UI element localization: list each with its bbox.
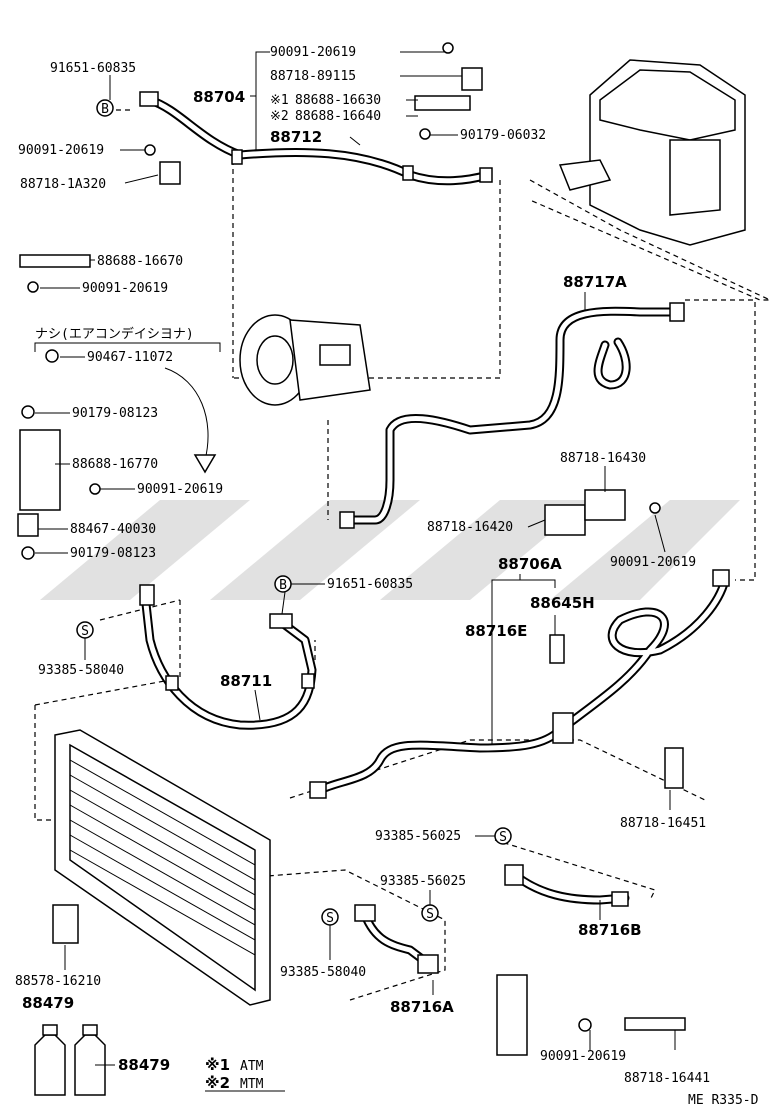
diagram-code: ME R335-D: [688, 1093, 759, 1108]
part-label: 88716E: [465, 622, 527, 640]
part-label: 88688-16640: [295, 109, 381, 124]
part-label: 90091-20619: [610, 555, 696, 570]
part-label: 88578-16210: [15, 974, 101, 989]
legend-mark-2: ※2: [205, 1074, 230, 1092]
hose-88704: [145, 95, 493, 186]
part-label: 90091-20619: [18, 143, 104, 158]
part-label: 88479: [118, 1056, 170, 1074]
part-label: 88688-16670: [97, 254, 183, 269]
dashed-guide-lines: [34, 109, 771, 1001]
fittings: [17, 42, 730, 1056]
part-label: 88718-16430: [560, 451, 646, 466]
condenser: [54, 729, 271, 1006]
svg-text:S: S: [326, 911, 334, 926]
legend: ※1 ATM ※2 MTM: [205, 1056, 285, 1092]
group-bracket-88704: [250, 51, 262, 151]
evaporator-unit: [558, 59, 746, 246]
marker-s-4: S: [321, 908, 339, 926]
part-label: 88718-89115: [270, 69, 356, 84]
part-label: 88718-1A320: [20, 177, 106, 192]
note-bracket: [34, 342, 221, 352]
legend-text-2: MTM: [240, 1077, 264, 1092]
part-label: 88711: [220, 672, 272, 690]
part-label: 90179-08123: [72, 406, 158, 421]
part-label: 88717A: [563, 273, 627, 291]
svg-text:B: B: [279, 578, 287, 593]
part-label: 88645H: [530, 594, 595, 612]
part-label: 88718-16451: [620, 816, 706, 831]
part-label: 88716A: [390, 998, 454, 1016]
note-mark-2: ※2: [270, 109, 289, 124]
part-label: 88712: [270, 128, 322, 146]
part-label: 90091-20619: [540, 1049, 626, 1064]
svg-text:S: S: [499, 830, 507, 845]
part-label: 93385-58040: [280, 965, 366, 980]
part-label: 90179-06032: [460, 128, 546, 143]
part-label: 88704: [193, 88, 245, 106]
part-label: 90091-20619: [82, 281, 168, 296]
note-mark-1: ※1: [270, 93, 289, 108]
part-label: 91651-60835: [327, 577, 413, 592]
marker-s-3: S: [421, 904, 439, 922]
watermark-logo: [40, 500, 740, 600]
part-label: 88706A: [498, 555, 562, 573]
hose-88716A: [360, 910, 435, 970]
oil-bottle-left: [34, 1024, 66, 1096]
part-label: 93385-56025: [375, 829, 461, 844]
part-label: 90467-11072: [87, 350, 173, 365]
oil-bottle-right: [74, 1024, 106, 1096]
hose-88717A: [340, 306, 685, 525]
leader-lines: [35, 51, 676, 1066]
part-label: 88688-16770: [72, 457, 158, 472]
hose-88716B: [510, 870, 630, 905]
part-label: 88716B: [578, 921, 642, 939]
no-aircon-note: ナシ(エアコンデイシヨナ): [35, 326, 194, 342]
compressor: [239, 314, 371, 406]
part-label: 93385-56025: [380, 874, 466, 889]
part-label: 90091-20619: [137, 482, 223, 497]
part-label: 88718-16441: [624, 1071, 710, 1086]
legend-mark-1: ※1: [205, 1056, 230, 1074]
part-label: 90091-20619: [270, 45, 356, 60]
part-label: 88718-16420: [427, 520, 513, 535]
legend-text-1: ATM: [240, 1059, 264, 1074]
part-label: 88479: [22, 994, 74, 1012]
svg-text:B: B: [101, 102, 109, 117]
part-label: 88467-40030: [70, 522, 156, 537]
group-bracket-88706A: [491, 574, 556, 745]
svg-text:S: S: [426, 907, 434, 922]
marker-s-2: S: [494, 827, 512, 845]
hose-88716E: [315, 575, 730, 795]
part-label: 90179-08123: [70, 546, 156, 561]
marker-b-2: B: [274, 575, 292, 593]
part-label: 88688-16630: [295, 93, 381, 108]
marker-s-1: S: [76, 621, 94, 639]
svg-text:S: S: [81, 624, 89, 639]
marker-b-1: B: [96, 99, 114, 117]
part-label: 91651-60835: [50, 61, 136, 76]
part-label: 93385-58040: [38, 663, 124, 678]
arrow-icon: [164, 367, 217, 474]
